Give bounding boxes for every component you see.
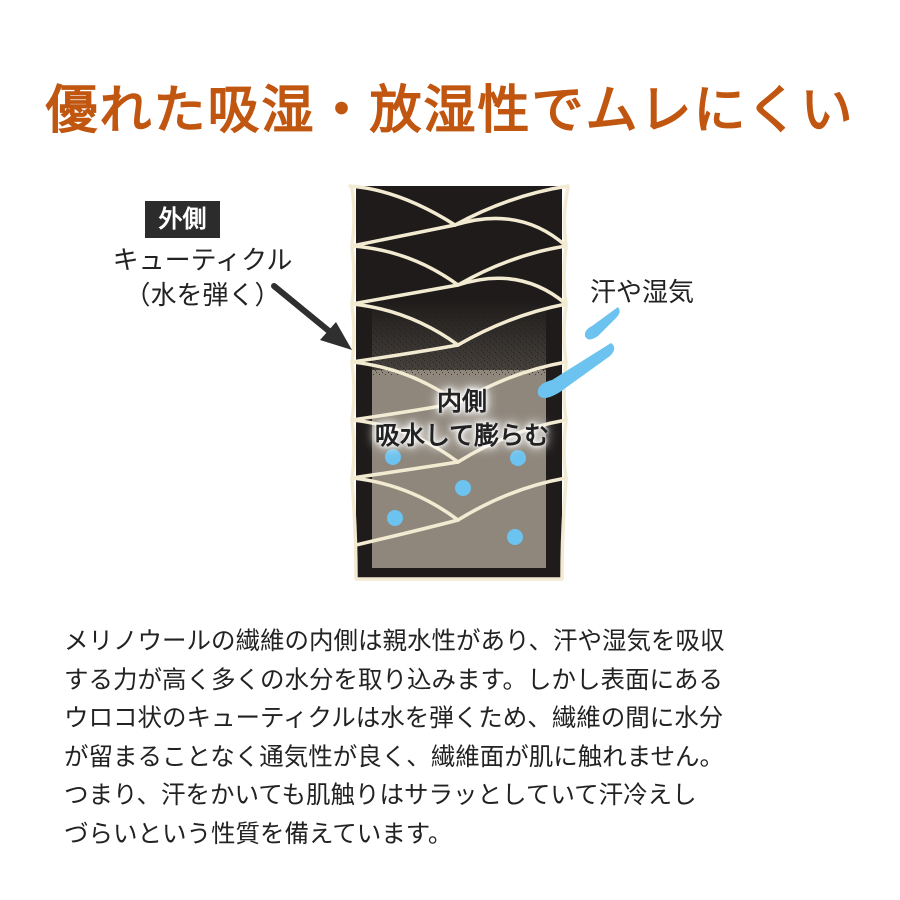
page-title: 優れた吸湿・放湿性でムレにくい bbox=[45, 81, 855, 141]
inner-label-line2: 吸水して膨らむ bbox=[374, 421, 550, 450]
cuticle-label-line2: （水を弾く） bbox=[124, 281, 281, 311]
inner-label-line1: 内側 bbox=[436, 387, 487, 416]
water-droplets bbox=[385, 449, 526, 545]
outer-side-badge: 外側 bbox=[145, 201, 220, 238]
sweat-label: 汗や湿気 bbox=[590, 278, 695, 308]
inner-side-label: 内側 吸水して膨らむ bbox=[352, 385, 572, 453]
cuticle-label: キューティクル （水を弾く） bbox=[95, 244, 310, 314]
cuticle-scales bbox=[348, 184, 570, 581]
sweat-stream-icon bbox=[537, 307, 620, 399]
arrow-icon bbox=[271, 283, 352, 350]
description-paragraph: メリノウールの繊維の内側は親水性があり、汗や湿気を吸収 する力が高く多くの水分を… bbox=[64, 626, 725, 848]
cuticle-label-line1: キューティクル bbox=[112, 246, 293, 276]
